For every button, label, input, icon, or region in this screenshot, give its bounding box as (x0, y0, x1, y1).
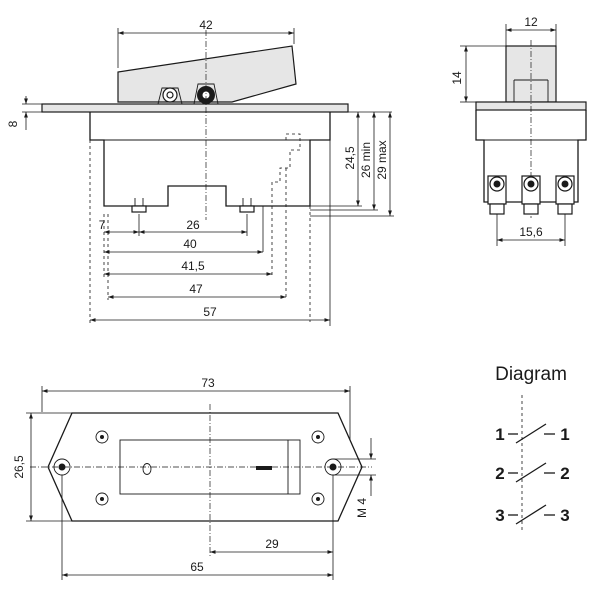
on-mark (256, 466, 272, 470)
mounting-plate (41, 103, 349, 113)
dim-41-5: 41,5 (181, 259, 205, 273)
switch-housing (89, 112, 331, 207)
pole-3: 3 3 (495, 504, 570, 525)
dim-15-6: 15,6 (519, 225, 543, 239)
dim-57: 57 (203, 305, 217, 319)
dim-47: 47 (189, 282, 203, 296)
pole-1: 1 1 (495, 423, 570, 444)
dim-29: 29 (265, 537, 279, 551)
plan-view: 73 26,5 M 4 29 65 (12, 376, 376, 580)
dim-26-5: 26,5 (12, 455, 26, 479)
side-view: 42 8 24,5 26 min 29 max 7 26 (6, 18, 394, 326)
dim-12: 12 (524, 15, 538, 29)
pole-2: 2 2 (495, 462, 570, 483)
pole-2-left-label: 2 (495, 464, 504, 483)
wiring-diagram: Diagram 1 1 2 2 3 3 (495, 364, 570, 530)
pole-3-right-label: 3 (560, 506, 569, 525)
mounting-plate-outline (47, 412, 363, 522)
pole-3-left-label: 3 (495, 506, 504, 525)
pole-2-right-label: 2 (560, 464, 569, 483)
dim-40: 40 (183, 237, 197, 251)
diagram-title: Diagram (495, 364, 567, 385)
end-terminal-1 (487, 175, 507, 215)
dim-7: 7 (99, 218, 106, 232)
end-view: 12 14 15,6 (450, 15, 587, 246)
dim-65: 65 (190, 560, 204, 574)
screw-holes (95, 430, 325, 506)
dim-m4: M 4 (355, 498, 369, 518)
dim-26-min: 26 min (359, 142, 373, 178)
pole-1-right-label: 1 (560, 425, 569, 444)
terminal-left (131, 198, 147, 213)
dim-14: 14 (450, 71, 464, 85)
dim-73: 73 (201, 376, 215, 390)
dim-42: 42 (199, 18, 213, 32)
dim-8: 8 (6, 120, 20, 127)
dim-26: 26 (186, 218, 200, 232)
off-mark (142, 463, 152, 475)
terminal-right (239, 198, 255, 213)
terminal-outline-dashed (271, 133, 301, 206)
end-terminal-2 (521, 175, 541, 215)
dim-29-max: 29 max (375, 140, 389, 179)
dim-24-5: 24,5 (343, 146, 357, 170)
end-terminal-3 (555, 175, 575, 215)
pole-1-left-label: 1 (495, 425, 504, 444)
